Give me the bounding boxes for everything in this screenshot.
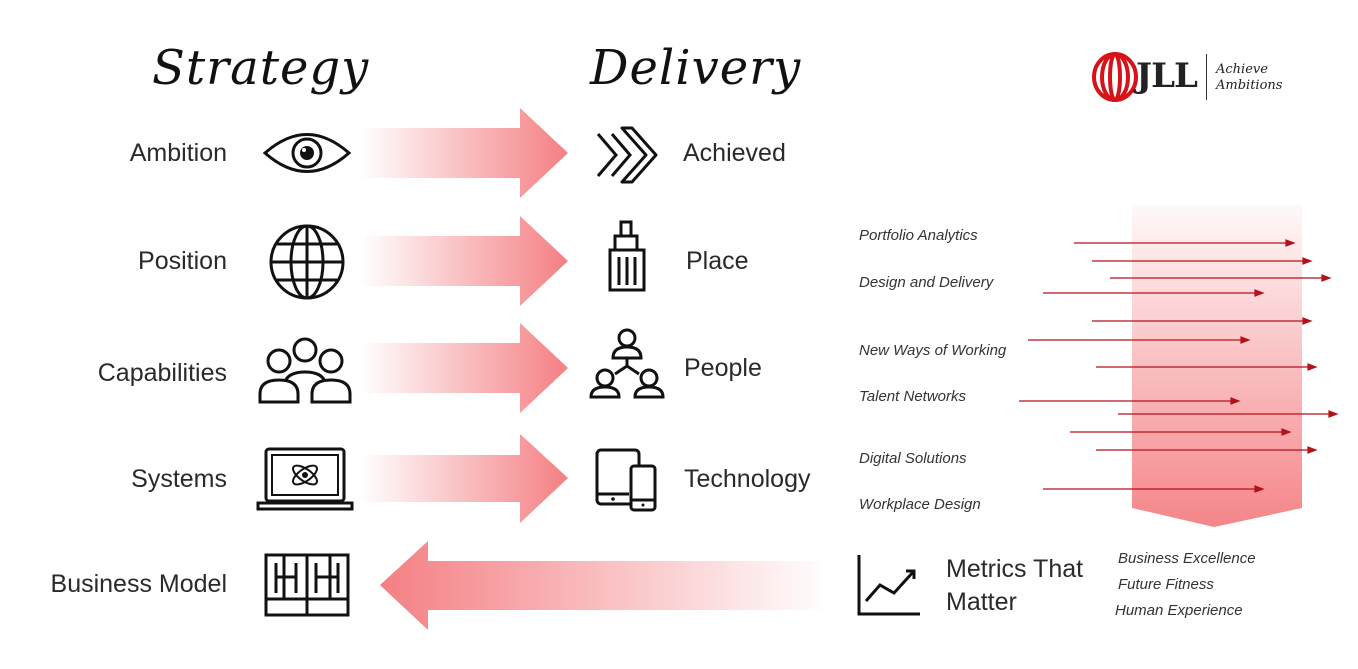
logo-divider bbox=[1206, 54, 1207, 100]
services-band bbox=[1132, 205, 1302, 527]
service-portfolio-analytics: Portfolio Analytics bbox=[859, 227, 978, 244]
logo-tagline-1: Achieve bbox=[1216, 62, 1268, 77]
strategy-label-business-model: Business Model bbox=[50, 570, 227, 598]
metrics-title-line-1: Metrics That bbox=[946, 555, 1084, 583]
strategy-label-capabilities: Capabilities bbox=[97, 359, 227, 387]
service-design-and-delivery: Design and Delivery bbox=[859, 274, 994, 291]
delivery-label-place: Place bbox=[686, 247, 749, 275]
service-talent-networks: Talent Networks bbox=[859, 388, 966, 405]
eye-icon bbox=[262, 133, 352, 173]
outcome-business-excellence: Business Excellence bbox=[1118, 550, 1256, 567]
org-people-icon bbox=[589, 328, 665, 399]
arrow-position bbox=[360, 216, 568, 306]
arrow-ambition bbox=[360, 108, 568, 198]
strategy-label-ambition: Ambition bbox=[129, 139, 227, 167]
strategy-heading: Strategy bbox=[152, 40, 370, 96]
service-workplace-design: Workplace Design bbox=[859, 496, 981, 513]
globe-icon bbox=[269, 224, 345, 300]
delivery-label-achieved: Achieved bbox=[683, 139, 786, 167]
logo-tagline-2: Ambitions bbox=[1216, 78, 1283, 93]
service-digital-solutions: Digital Solutions bbox=[859, 450, 967, 467]
jll-wordmark: JLL bbox=[1136, 56, 1198, 96]
delivery-label-technology: Technology bbox=[684, 465, 811, 493]
strategy-label-position: Position bbox=[138, 247, 227, 275]
jll-logo: JLL Achieve Ambitions bbox=[1092, 52, 1292, 104]
people-group-icon bbox=[258, 337, 352, 404]
chevrons-right-icon bbox=[596, 126, 658, 184]
strategy-label-systems: Systems bbox=[131, 465, 227, 493]
arrow-business-model bbox=[380, 541, 830, 630]
line-chart-icon bbox=[857, 555, 920, 616]
delivery-heading: Delivery bbox=[590, 40, 802, 96]
laptop-atom-icon bbox=[256, 447, 354, 511]
service-lines bbox=[1019, 239, 1339, 493]
jll-helix-icon bbox=[1092, 52, 1138, 102]
arrow-capabilities bbox=[360, 323, 568, 413]
delivery-label-people: People bbox=[684, 354, 762, 382]
service-new-ways-of-working: New Ways of Working bbox=[859, 342, 1007, 359]
metrics-title-line-2: Matter bbox=[946, 588, 1017, 616]
outcome-future-fitness: Future Fitness bbox=[1118, 576, 1214, 593]
outcome-human-experience: Human Experience bbox=[1115, 602, 1243, 619]
grid-model-icon bbox=[264, 553, 350, 617]
arrow-systems bbox=[360, 434, 568, 523]
tablet-phone-icon bbox=[595, 448, 657, 512]
building-icon bbox=[608, 220, 646, 292]
